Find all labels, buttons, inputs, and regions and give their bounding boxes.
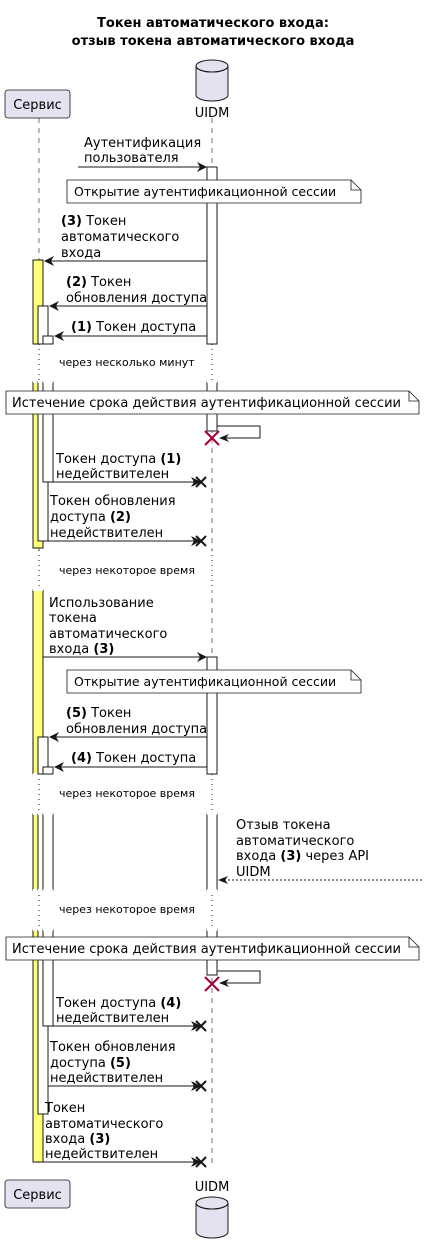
message-revoke-autologin-token: Отзыв токена автоматического входа (3) ч… (218, 818, 422, 884)
destroy-mark-icon (195, 1080, 207, 1092)
svg-text:Отзыв токена: Отзыв токена (236, 818, 331, 833)
message-use-autologin-token: Использование токена автоматического вхо… (43, 596, 207, 662)
service-activation-access-2 (42, 766, 54, 775)
svg-text:входа (3) через API: входа (3) через API (236, 849, 369, 864)
message-label-line: пользователя (84, 151, 179, 166)
participant-service-top: Сервис (4, 89, 71, 119)
message-access-token-1: (1) Токен доступа (54, 320, 207, 341)
svg-text:входа (3): входа (3) (49, 642, 114, 657)
service-activation-access-2b (42, 813, 54, 891)
diagram-title-line1: Токен автоматического входа: (97, 16, 329, 31)
svg-text:автоматического: автоматического (61, 230, 179, 245)
svg-text:входа: входа (61, 246, 101, 261)
uidm-activation-2b (206, 813, 218, 891)
svg-text:(2) Токен: (2) Токен (66, 275, 131, 290)
note-text: Истечение срока действия аутентификацион… (12, 942, 401, 957)
participant-service-bottom: Сервис (4, 1179, 71, 1209)
svg-text:Токен доступа (4): Токен доступа (4) (55, 996, 181, 1011)
svg-text:автоматического: автоматического (45, 1117, 163, 1132)
svg-text:(5) Токен: (5) Токен (66, 706, 131, 721)
destroy-mark-icon (195, 1020, 207, 1032)
svg-text:Токен: Токен (44, 1101, 85, 1116)
database-icon (195, 1196, 229, 1239)
message-self-destroy-1 (204, 425, 261, 446)
svg-text:недействителен: недействителен (56, 467, 169, 482)
delay-gap-6 (0, 890, 427, 930)
svg-text:обновления доступа: обновления доступа (66, 291, 207, 306)
delay-gap-3 (0, 774, 427, 814)
delay-label-2: через некоторое время (59, 564, 195, 577)
destroy-mark-icon (195, 476, 207, 488)
destroy-mark-icon (204, 976, 220, 992)
svg-text:(4) Токен доступа: (4) Токен доступа (71, 751, 196, 766)
participant-uidm-label-bottom: UIDM (195, 1180, 230, 1195)
delay-label-3: через некоторое время (59, 787, 195, 800)
svg-text:недействителен: недействителен (50, 526, 163, 541)
svg-text:Использование: Использование (49, 596, 154, 611)
message-user-authentication: Аутентификация пользователя (78, 136, 207, 172)
svg-text:входа (3): входа (3) (45, 1132, 110, 1147)
svg-text:Токен обновления: Токен обновления (49, 1040, 176, 1055)
destroy-mark-icon (195, 1156, 207, 1168)
participant-service-label: Сервис (13, 98, 62, 113)
svg-text:недействителен: недействителен (50, 1071, 163, 1086)
delay-label-1: через несколько минут (59, 356, 195, 369)
participant-uidm-top: UIDM (195, 59, 230, 121)
message-access-token-2: (4) Токен доступа (54, 751, 207, 772)
uidm-activation-2 (206, 656, 218, 775)
note-text: Истечение срока действия аутентификацион… (12, 396, 401, 411)
message-refresh-token-2: (5) Токен обновления доступа (49, 706, 207, 742)
message-self-destroy-2 (204, 970, 261, 992)
message-access-token-invalid-2: Токен доступа (4) недействителен (53, 996, 207, 1032)
svg-text:недействителен: недействителен (56, 1011, 169, 1026)
uidm-activation-1 (206, 166, 218, 345)
note-session-expiry-2: Истечение срока действия аутентификацион… (5, 936, 420, 961)
service-activation-access-1 (42, 335, 54, 345)
message-autologin-token-invalid: Токен автоматического входа (3) недейств… (43, 1101, 207, 1168)
message-label-line: Аутентификация (84, 136, 201, 151)
participant-service-label-bottom: Сервис (13, 1188, 62, 1203)
message-refresh-token-invalid-1: Токен обновления доступа (2) недействите… (48, 494, 207, 547)
participant-uidm-label: UIDM (195, 106, 230, 121)
message-access-token-invalid-1: Токен доступа (1) недействителен (53, 452, 207, 488)
svg-text:Токен обновления: Токен обновления (49, 494, 176, 509)
svg-text:автоматического: автоматического (236, 834, 354, 849)
svg-text:(1) Токен доступа: (1) Токен доступа (71, 320, 196, 335)
svg-text:доступа (5): доступа (5) (50, 1056, 131, 1071)
svg-text:доступа (2): доступа (2) (50, 510, 131, 525)
svg-text:токена: токена (49, 611, 97, 626)
note-session-expiry-1: Истечение срока действия аутентификацион… (5, 390, 420, 415)
message-autologin-token: (3) Токен автоматического входа (44, 214, 207, 266)
svg-text:Токен доступа (1): Токен доступа (1) (55, 452, 181, 467)
diagram-title-line2: отзыв токена автоматического входа (72, 34, 355, 49)
delay-gap-1 (0, 344, 427, 382)
destroy-mark-icon (204, 430, 220, 446)
note-open-session-1: Открытие аутентификационной сессии (66, 179, 362, 204)
note-text: Открытие аутентификационной сессии (74, 674, 336, 689)
note-text: Открытие аутентификационной сессии (74, 184, 336, 199)
destroy-mark-icon (195, 535, 207, 547)
participant-uidm-bottom: UIDM (195, 1180, 230, 1239)
delay-label-4: через некоторое время (59, 903, 195, 916)
svg-text:автоматического: автоматического (49, 627, 167, 642)
svg-text:недействителен: недействителен (45, 1147, 158, 1162)
message-refresh-token-invalid-2: Токен обновления доступа (5) недействите… (48, 1040, 207, 1092)
delay-gap-2 (0, 550, 427, 590)
message-refresh-token-1: (2) Токен обновления доступа (49, 275, 207, 311)
database-icon (195, 59, 229, 102)
note-open-session-2: Открытие аутентификационной сессии (66, 669, 362, 694)
svg-text:UIDM: UIDM (236, 865, 271, 880)
svg-text:(3) Токен: (3) Токен (61, 214, 126, 229)
svg-text:обновления доступа: обновления доступа (66, 722, 207, 737)
